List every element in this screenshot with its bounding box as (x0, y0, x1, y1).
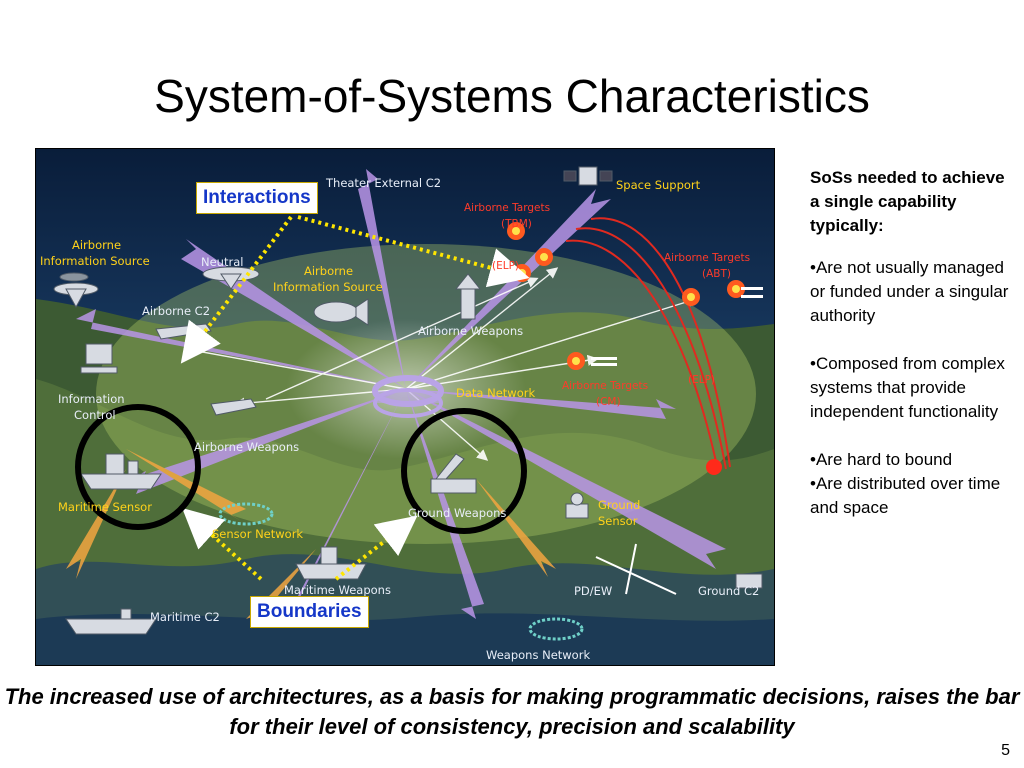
bullet-item: •Composed from complex systems that prov… (810, 354, 1005, 421)
missile-trajectories (565, 217, 731, 472)
label-maritime-sensor: Maritime Sensor (58, 500, 152, 514)
label-space-support: Space Support (616, 178, 701, 192)
weapons-network-ring (528, 617, 584, 641)
diagram-labels: Theater External C2 Space Support Airbor… (40, 176, 759, 662)
label-airborne-info-center: Airborne (304, 264, 353, 278)
maritime-sensor-ship-icon (80, 453, 162, 490)
satellite-icon (563, 166, 613, 186)
label-airborne-targets-abt-sub: (ABT) (702, 268, 731, 280)
platform-icons (53, 166, 763, 635)
label-airborne-info-left: Airborne (72, 238, 121, 252)
sidebar-text: SoSs needed to achieve a single capabili… (810, 166, 1010, 520)
diagram-canvas: Theater External C2 Space Support Airbor… (36, 149, 774, 665)
airship-icon (313, 298, 369, 326)
label-weapons-network: Weapons Network (486, 648, 590, 662)
label-information-control-sub: Control (74, 408, 116, 422)
label-information-control: Information (58, 392, 125, 406)
slide-title: System-of-Systems Characteristics (154, 70, 870, 122)
label-airborne-info-center-sub: Information Source (273, 280, 383, 294)
pd-ew-antenna-icon (595, 543, 677, 595)
interactions-callout: Interactions (196, 182, 318, 214)
label-neutral: Neutral (201, 255, 243, 269)
label-ground-sensor-sub: Sensor (598, 514, 638, 528)
label-elp-right: (ELP) (688, 374, 715, 386)
aircraft-carrier-icon (65, 608, 157, 635)
label-airborne-targets-abt: Airborne Targets (664, 252, 750, 264)
airborne-weapons-tower-icon (454, 273, 482, 320)
label-maritime-weapons: Maritime Weapons (284, 583, 391, 597)
computer-icon (80, 343, 118, 374)
sensor-network-ring (218, 502, 274, 526)
neutral-aircraft-icon (202, 266, 260, 290)
sea (36, 613, 774, 665)
label-airborne-targets-tbm: Airborne Targets (464, 202, 550, 214)
page-number: 5 (1001, 742, 1010, 759)
awacs-aircraft-icon (53, 272, 99, 309)
boundary-circle-maritime (75, 404, 201, 530)
data-network-ring (372, 375, 444, 418)
label-maritime-c2: Maritime C2 (150, 610, 220, 624)
boundary-circle-ground (401, 408, 527, 534)
fighter-aircraft-icon (210, 398, 257, 416)
label-airborne-targets-tbm-sub: (TBM) (501, 218, 532, 230)
label-elp-top: (ELP) (492, 260, 519, 272)
ground-weapons-launcher-icon (430, 453, 477, 494)
boundaries-callout: Boundaries (250, 596, 369, 628)
missile-icons (591, 287, 763, 366)
slide-caption: The increased use of architectures, as a… (4, 684, 1020, 739)
ground-sensor-icon (565, 492, 589, 519)
ground-c2-vehicle-icon (735, 573, 763, 589)
sidebar-heading: SoSs needed to achieve a single capabili… (810, 168, 1005, 235)
label-airborne-weapons-top: Airborne Weapons (418, 324, 523, 338)
bullet-item: •Are hard to bound (810, 450, 953, 469)
label-ground-weapons: Ground Weapons (408, 506, 506, 520)
data-links (183, 267, 699, 461)
label-airborne-targets-cm: Airborne Targets (562, 380, 648, 392)
label-airborne-targets-cm-sub: (CM) (596, 396, 621, 408)
interaction-arrows (180, 215, 530, 581)
label-theater-external-c2: Theater External C2 (325, 176, 441, 190)
label-sensor-network: Sensor Network (212, 527, 303, 541)
sos-diagram: Theater External C2 Space Support Airbor… (35, 148, 775, 666)
bullet-item: •Are not usually managed or funded under… (810, 258, 1009, 325)
label-ground-sensor: Ground (598, 498, 640, 512)
label-data-network: Data Network (456, 386, 535, 400)
label-pd-ew: PD/EW (574, 584, 612, 598)
label-ground-c2: Ground C2 (698, 584, 759, 598)
bullet-item: •Are distributed over time and space (810, 474, 1001, 517)
label-airborne-weapons-left: Airborne Weapons (194, 440, 299, 454)
label-airborne-info-left-sub: Information Source (40, 254, 150, 268)
label-airborne-c2: Airborne C2 (142, 304, 210, 318)
